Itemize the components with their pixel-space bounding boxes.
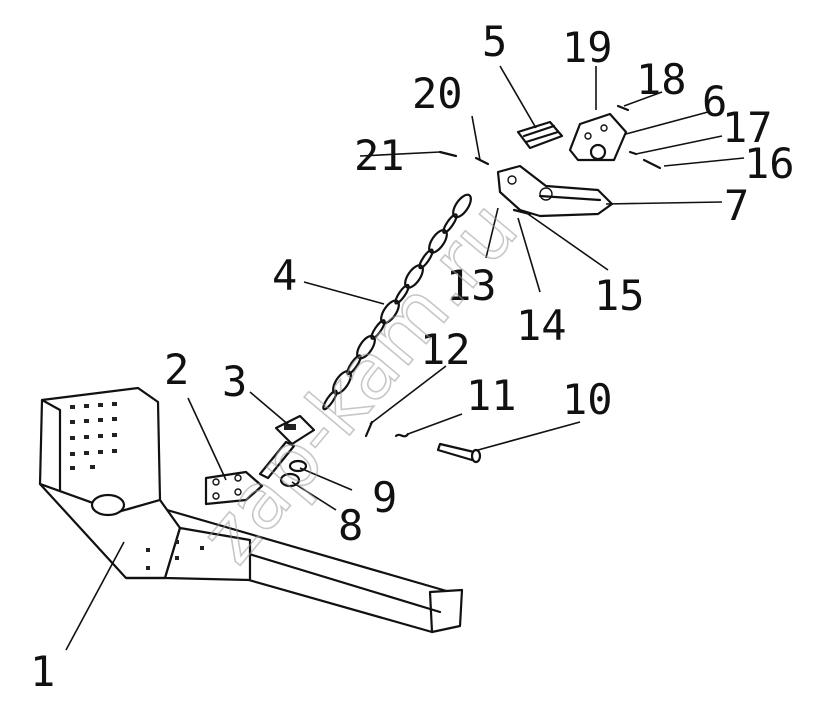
part-10-bolt (436, 442, 482, 464)
callout-3: 3 (222, 357, 247, 406)
callout-11: 11 (466, 371, 517, 420)
callout-12: 12 (420, 325, 471, 374)
part-2-bracket (204, 470, 264, 506)
callout-6: 6 (702, 77, 727, 126)
callout-2: 2 (164, 345, 189, 394)
callout-17: 17 (722, 103, 773, 152)
callout-1: 1 (30, 647, 55, 696)
callout-15: 15 (594, 271, 645, 320)
callout-21: 21 (354, 131, 405, 180)
chain-link (418, 248, 434, 270)
callout-7: 7 (724, 181, 749, 230)
callout-9: 9 (372, 473, 397, 522)
part-4-chain (322, 193, 472, 411)
callout-13: 13 (446, 261, 497, 310)
part-7-latch-arm (496, 164, 614, 218)
part-12-pin (364, 420, 374, 438)
chain-link (452, 193, 472, 219)
callout-5: 5 (482, 17, 507, 66)
leader-lines (65, 65, 745, 651)
part-6-pawl-bracket (568, 112, 628, 162)
callout-4: 4 (272, 251, 297, 300)
callout-18: 18 (636, 55, 687, 104)
chain-link (380, 299, 400, 325)
chain-link (428, 228, 448, 254)
chain-link (442, 213, 458, 234)
callout-19: 19 (562, 23, 613, 72)
chain-link (404, 264, 424, 289)
callout-10: 10 (562, 375, 613, 424)
part-5-pad (516, 120, 564, 150)
chain-link (394, 283, 410, 305)
callout-labels: 1 2 3 4 5 6 7 8 9 10 11 12 13 14 15 16 1… (30, 17, 795, 696)
chain-link (346, 354, 362, 376)
chain-link (356, 334, 376, 360)
part-11-clip (394, 432, 410, 438)
callout-8: 8 (338, 501, 363, 550)
small-pins (438, 104, 662, 216)
callout-20: 20 (412, 69, 463, 118)
callout-16: 16 (744, 139, 795, 188)
part-1-frame (38, 386, 464, 634)
callout-14: 14 (516, 301, 567, 350)
chain-link (332, 370, 352, 395)
chain-link (322, 389, 338, 411)
part-3-hook-plate (258, 414, 316, 480)
chain-link (370, 319, 386, 340)
